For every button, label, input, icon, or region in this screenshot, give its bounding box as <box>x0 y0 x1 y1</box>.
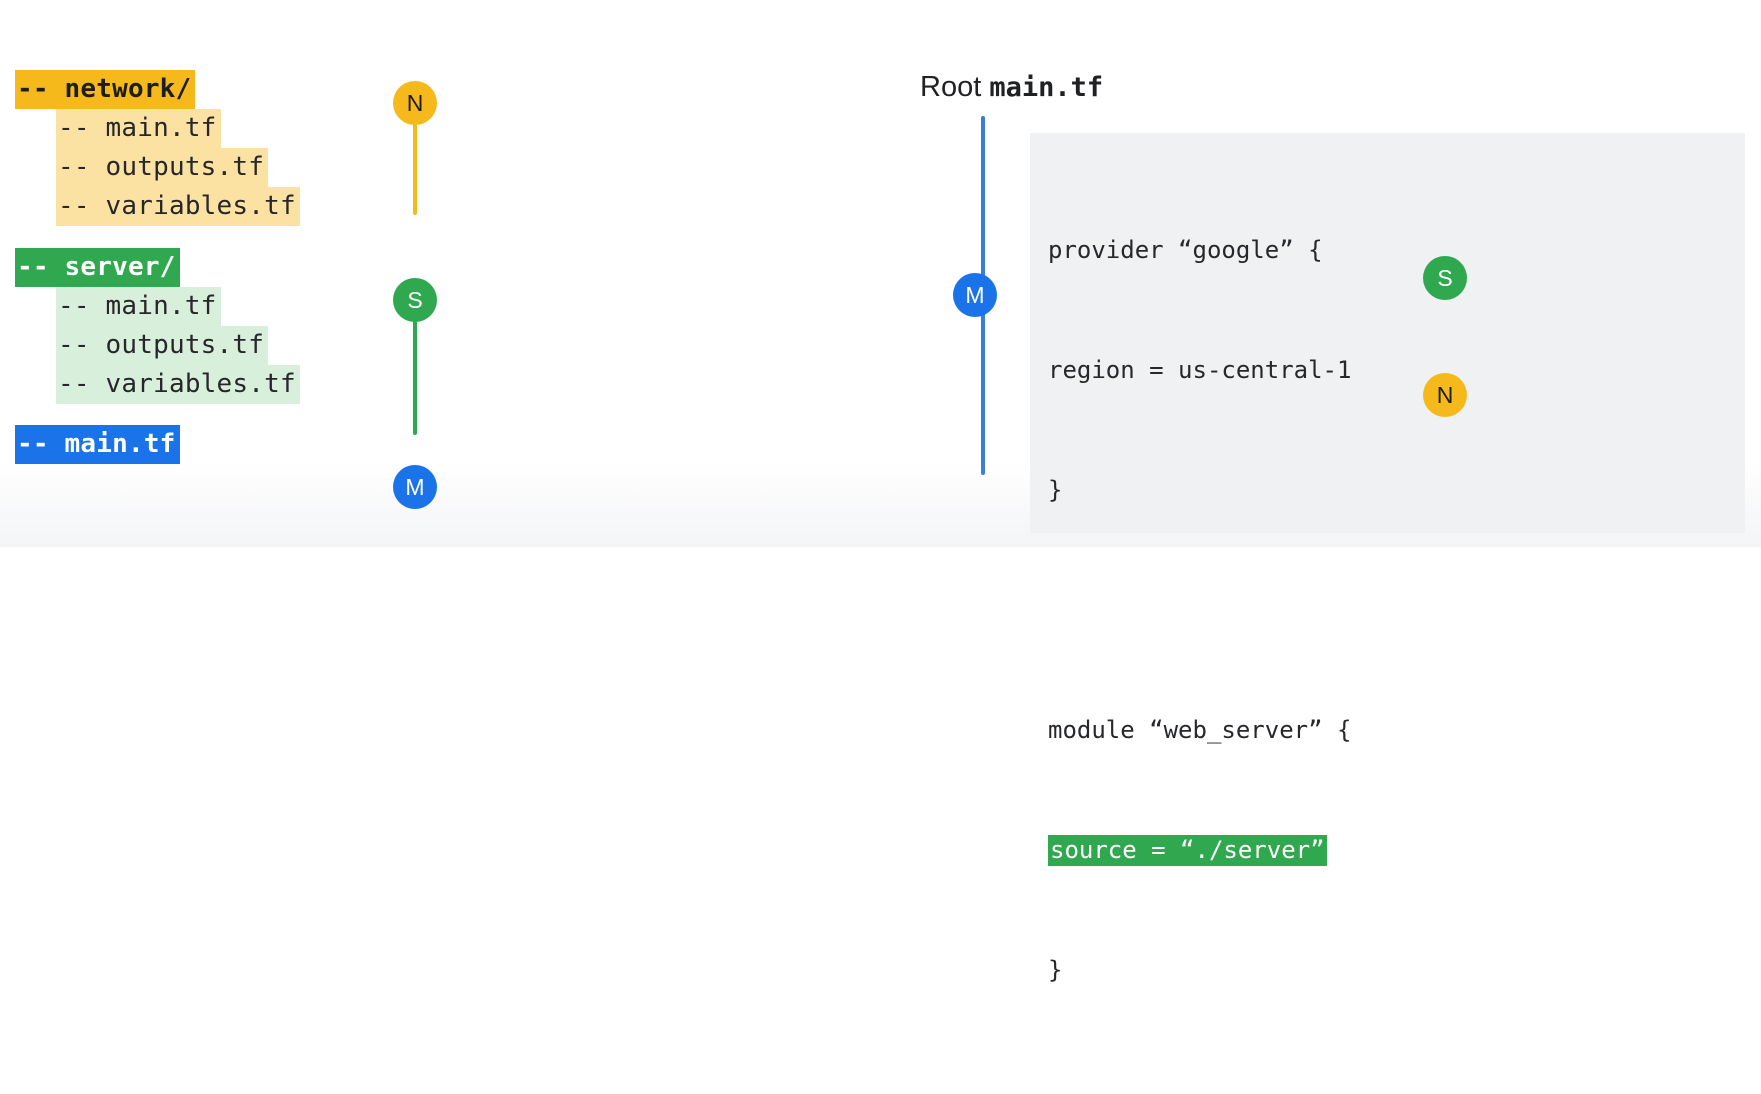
tree-item-server-folder[interactable]: -- server/ <box>15 248 180 287</box>
code-line-source-server: source = “./server” <box>1048 835 1409 866</box>
pane-title-filename: main.tf <box>989 72 1104 103</box>
code-line-blank <box>1048 1075 1409 1094</box>
code-line: provider “google” { <box>1048 235 1409 265</box>
tree-item-network-folder[interactable]: -- network/ <box>15 70 196 109</box>
badge-main-spine[interactable]: M <box>953 273 997 317</box>
tree-item-root-main-tf[interactable]: -- main.tf <box>15 425 180 464</box>
tree-item-server-outputs-tf[interactable]: -- outputs.tf <box>56 326 269 365</box>
connector-line-network <box>413 103 417 215</box>
code-text <box>1048 596 1062 624</box>
tree-item-network-main-tf[interactable]: -- main.tf <box>56 109 221 148</box>
code-text: provider “google” { <box>1048 236 1323 264</box>
pane-title: Root main.tf <box>920 68 1103 107</box>
code-text-highlighted: source = “./server” <box>1048 835 1327 866</box>
code-line: } <box>1048 955 1409 985</box>
code-text <box>1048 1076 1062 1094</box>
code-text: } <box>1048 476 1063 504</box>
badge-main-left[interactable]: M <box>393 465 437 509</box>
code-text: } <box>1048 956 1063 984</box>
code-text: region = us-central-1 <box>1048 356 1352 384</box>
tree-item-server-main-tf[interactable]: -- main.tf <box>56 287 221 326</box>
tree-item-server-variables-tf[interactable]: -- variables.tf <box>56 365 300 404</box>
pane-title-prefix: Root <box>920 71 990 103</box>
code-line-blank <box>1048 595 1409 625</box>
code-line: module “web_server” { <box>1048 715 1409 745</box>
code-line: } <box>1048 475 1409 505</box>
code-line: region = us-central-1 <box>1048 355 1409 385</box>
badge-network-code[interactable]: N <box>1423 373 1467 417</box>
code-text: module “web_server” { <box>1048 716 1352 744</box>
tree-item-network-outputs-tf[interactable]: -- outputs.tf <box>56 148 269 187</box>
connector-line-server <box>413 300 417 435</box>
tree-item-network-variables-tf[interactable]: -- variables.tf <box>56 187 300 226</box>
root-main-pane: Root main.tf provider “google” { region … <box>920 0 1761 984</box>
file-tree: -- network/ -- main.tf -- outputs.tf -- … <box>0 0 700 547</box>
badge-server-left[interactable]: S <box>393 278 437 322</box>
code-block[interactable]: provider “google” { region = us-central-… <box>1030 133 1745 984</box>
badge-server-code[interactable]: S <box>1423 256 1467 300</box>
code-body: provider “google” { region = us-central-… <box>1048 145 1409 1094</box>
badge-network-left[interactable]: N <box>393 81 437 125</box>
